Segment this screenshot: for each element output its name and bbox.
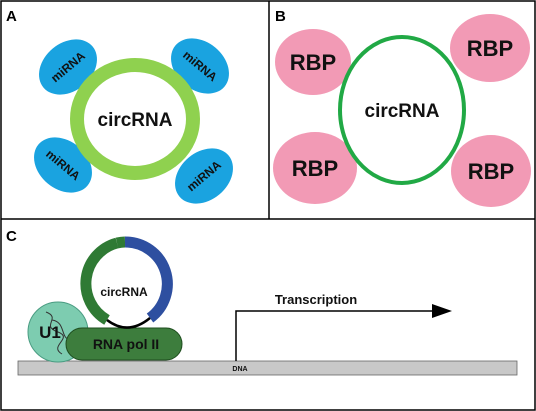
rbp-ellipse — [451, 135, 531, 207]
rna-pol-ii-label: RNA pol II — [93, 336, 159, 352]
rbp-top-left: RBP — [275, 29, 351, 95]
rbp-top-right: RBP — [450, 14, 530, 82]
transcription-label: Transcription — [275, 292, 357, 307]
mirna-ellipse — [39, 39, 97, 95]
rbp-bottom-left: RBP — [273, 132, 357, 204]
panel-a-letter: A — [6, 8, 17, 25]
circrna-c-green-arc-top — [115, 236, 126, 249]
circrna-c-green-arc-left — [80, 237, 119, 325]
rbp-bottom-right: RBP — [451, 135, 531, 207]
rbp-ellipse — [450, 14, 530, 82]
mirna-ellipse — [175, 148, 233, 204]
circrna-c-blue-arc — [124, 236, 173, 323]
circrna-label-c: circRNA — [100, 285, 148, 299]
circrna-c-junction — [106, 317, 151, 329]
mirna-top-left: miRNA — [39, 39, 97, 95]
panel-c-letter: C — [6, 228, 17, 245]
panel-a: A miRNA miRNA miRNA miRNA circRNA — [6, 8, 233, 204]
circrna-c: circRNA — [80, 236, 173, 329]
u1-label: U1 — [39, 323, 61, 342]
panel-b: B RBP RBP RBP RBP circRNA — [273, 8, 531, 207]
circrna-ring-a — [70, 58, 200, 180]
mirna-top-right: miRNA — [171, 38, 229, 94]
rbp-label: RBP — [290, 50, 336, 75]
rbp-ellipse — [275, 29, 351, 95]
panel-b-letter: B — [275, 8, 286, 25]
mirna-bottom-left: miRNA — [34, 137, 92, 193]
panel-c: C DNA Transcription U1 RNA pol II circRN… — [6, 228, 518, 376]
transcription-arrow-line — [235, 310, 432, 361]
circrna-ring-b — [338, 35, 466, 185]
rbp-label: RBP — [292, 156, 338, 181]
transcription-arrow-head — [432, 304, 452, 318]
mirna-ellipse — [34, 137, 92, 193]
circrna-label-a: circRNA — [98, 110, 173, 131]
rbp-ellipse — [273, 132, 357, 204]
rna-pol-ii: RNA pol II — [65, 327, 183, 361]
transcription-arrow — [235, 304, 452, 361]
rbp-label: RBP — [468, 159, 514, 184]
mirna-ellipse — [171, 38, 229, 94]
mirna-bottom-right: miRNA — [175, 148, 233, 204]
circrna-label-b: circRNA — [365, 101, 440, 122]
dna-strand — [17, 360, 518, 376]
rbp-label: RBP — [467, 36, 513, 61]
dna-label: DNA — [232, 366, 247, 373]
